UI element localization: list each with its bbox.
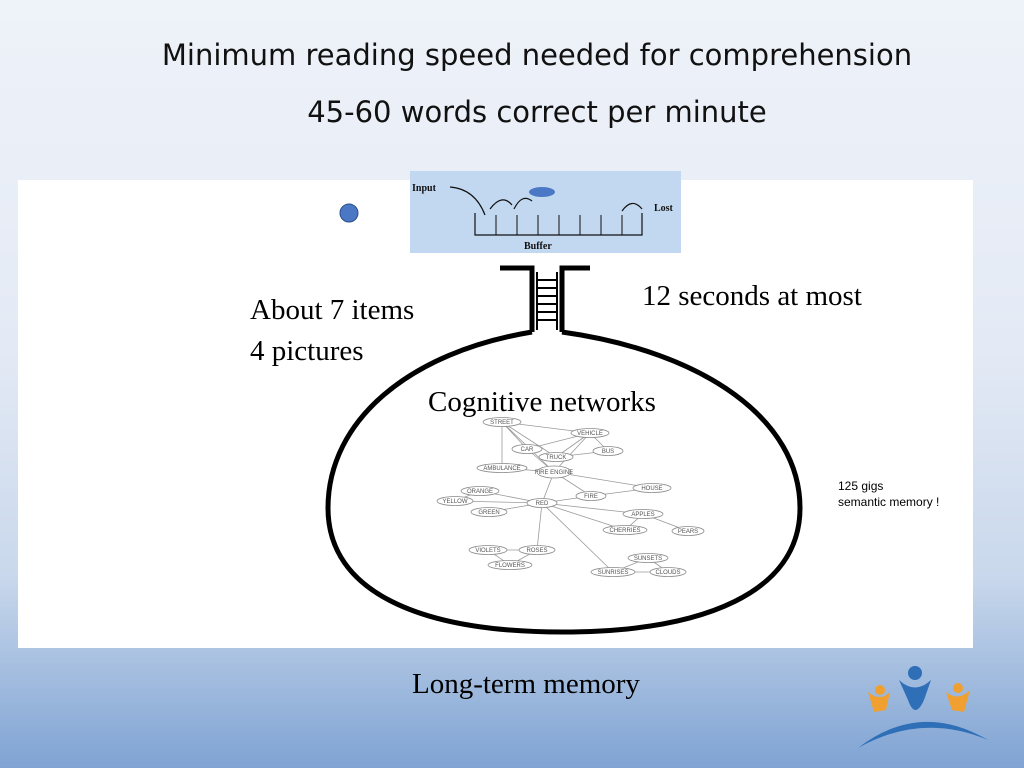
node-fire-engine — [536, 465, 572, 479]
items-line-2: 4 pictures — [250, 335, 364, 367]
node-label: AMBULANCE — [483, 466, 520, 472]
node-label: VEHICLE — [577, 431, 603, 437]
node-pears — [671, 526, 705, 536]
node-green — [470, 507, 508, 517]
node-label: RED — [536, 501, 549, 507]
node-label: CLOUDS — [655, 570, 680, 576]
node-label: PEARS — [678, 529, 698, 535]
diagram-panel — [18, 180, 973, 648]
node-label: YELLOW — [442, 499, 467, 505]
semantic-memory-note: 125 gigs semantic memory ! — [838, 478, 939, 510]
node-label: ORANGE — [467, 489, 493, 495]
node-yellow — [436, 496, 474, 506]
memory-bulb — [325, 329, 803, 635]
input-label: Input — [412, 183, 437, 194]
node-house — [632, 483, 672, 493]
node-label: APPLES — [631, 512, 654, 518]
node-label: CHERRIES — [609, 528, 640, 534]
cognitive-networks-label: Cognitive networks — [428, 386, 656, 418]
node-label: STREET — [490, 420, 514, 426]
node-label: BUS — [602, 449, 614, 455]
node-label: SUNSETS — [634, 556, 662, 562]
gigs-line-1: 125 gigs — [838, 479, 884, 493]
buffer-diagram: Input Lost Buffer — [410, 171, 681, 253]
node-label: ROSES — [526, 548, 547, 554]
node-flowers — [487, 560, 533, 570]
node-roses — [518, 545, 556, 555]
node-orange — [460, 486, 500, 496]
lost-label: Lost — [654, 203, 674, 214]
node-cherries — [602, 525, 648, 535]
node-apples — [622, 509, 664, 519]
node-sunrises — [590, 567, 636, 577]
node-label: VIOLETS — [475, 548, 500, 554]
buffer-ellipse — [529, 187, 555, 197]
node-clouds — [649, 567, 687, 577]
gigs-line-2: semantic memory ! — [838, 495, 940, 509]
node-car — [511, 444, 543, 454]
node-street — [482, 417, 522, 427]
node-label: SUNRISES — [598, 570, 629, 576]
node-label: GREEN — [478, 510, 499, 516]
node-sunsets — [627, 553, 669, 563]
node-ambulance — [476, 463, 528, 473]
node-label: TRUCK — [546, 455, 567, 461]
node-label: CAR — [521, 447, 534, 453]
long-term-memory-label: Long-term memory — [412, 668, 640, 700]
items-line-1: About 7 items — [250, 294, 415, 326]
blue-dot — [339, 203, 359, 223]
node-label: HOUSE — [641, 486, 662, 492]
buffer-diagram-graphic: Input Lost Buffer — [412, 183, 674, 252]
items-capacity-label: About 7 items 4 pictures — [250, 290, 414, 372]
node-truck — [538, 452, 574, 462]
node-vehicle — [570, 428, 610, 438]
node-red — [526, 498, 558, 508]
title-line-1: Minimum reading speed needed for compreh… — [161, 38, 913, 72]
node-fire — [575, 491, 607, 501]
node-label: FIRE — [584, 494, 598, 500]
node-bus — [592, 446, 624, 456]
node-label: FIRE ENGINE — [535, 470, 573, 476]
seconds-label: 12 seconds at most — [642, 280, 862, 312]
node-violets — [468, 545, 508, 555]
title-line-2: 45-60 words correct per minute — [307, 95, 767, 129]
logo — [858, 666, 988, 748]
ladder — [536, 272, 558, 330]
buffer-label: Buffer — [524, 241, 552, 252]
node-label: FLOWERS — [495, 563, 525, 569]
